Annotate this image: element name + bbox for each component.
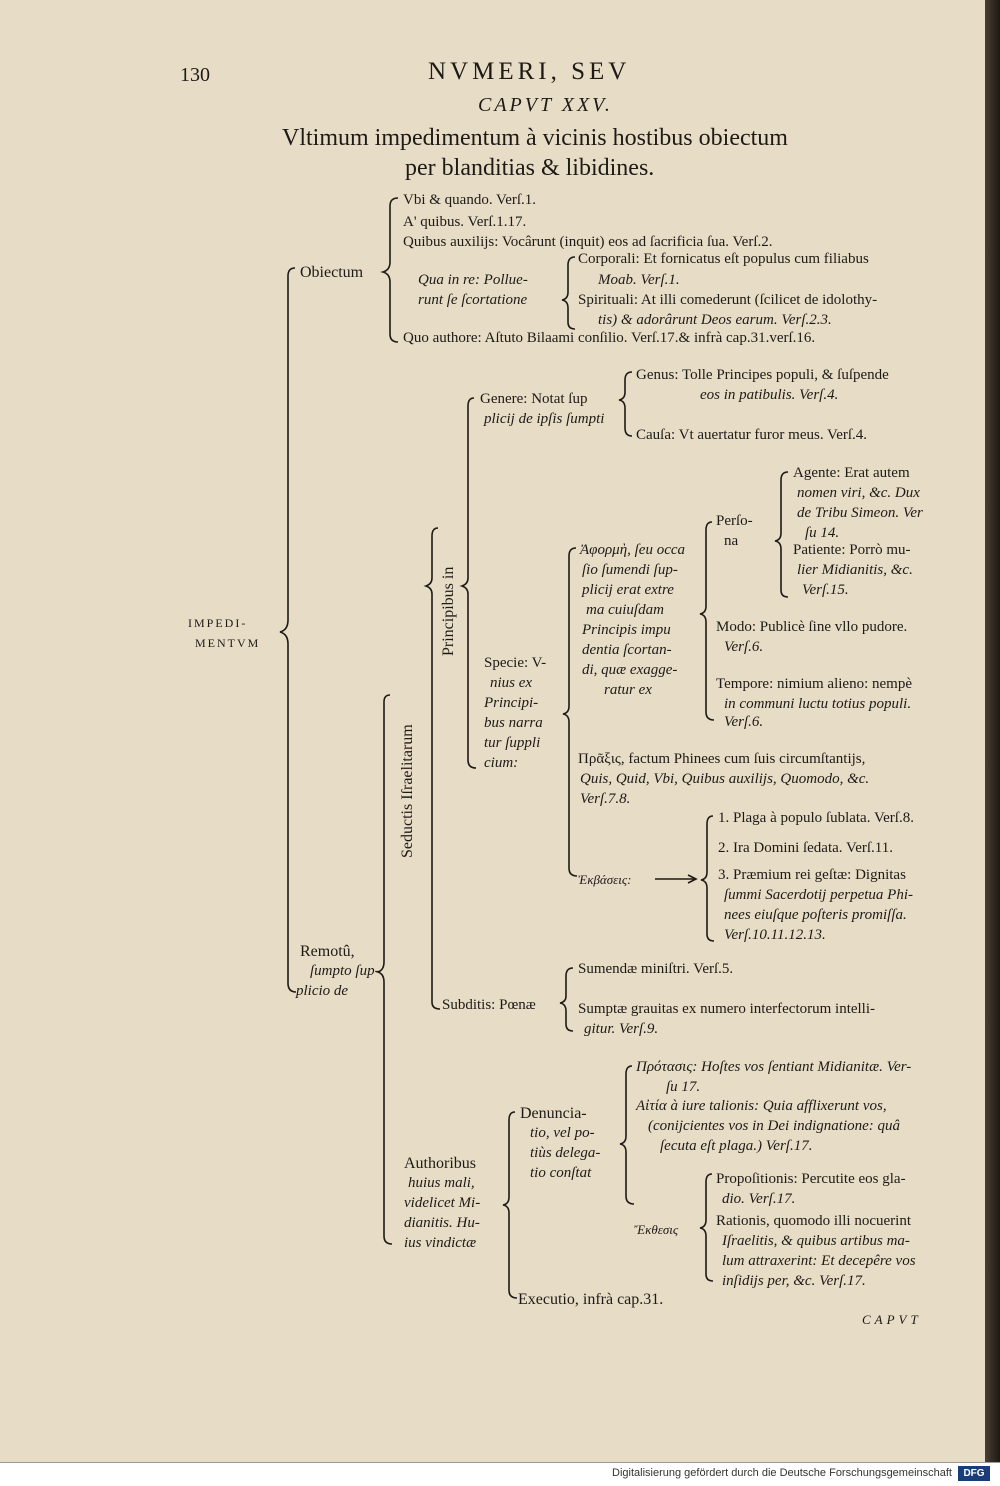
praxis-line2: Quis, Quid, Vbi, Quibus auxilijs, Quomod… (580, 771, 870, 787)
denunciatio-line: Denuncia- (520, 1105, 587, 1122)
authoribus-line: videlicet Mi- (404, 1195, 481, 1211)
patiente-line: lier Midianitis, &c. (797, 562, 913, 578)
specie-line: cium: (484, 755, 519, 771)
aphorme-line: Ἀφορμὴ, ſeu occa (580, 542, 686, 558)
bracket-lines (279, 197, 789, 1299)
sumendae-entry: Sumendæ miniſtri. Verſ.5. (578, 961, 734, 977)
protasis-line1: Πρότασις: Hoſtes vos ſentiant Midianitæ.… (636, 1059, 912, 1075)
ubi-entry: Vbi & quando. Verſ.1. (403, 192, 537, 208)
specie-line: Specie: V- (484, 655, 547, 671)
qua-line2: runt ſe ſcortatione (418, 292, 528, 308)
aphorme-line: ſio ſumendi ſup- (582, 562, 678, 578)
root-label-line1: IMPEDI- (188, 616, 248, 630)
praxis-line1: Πρᾶξις, factum Phinees cum ſuis circumſt… (578, 751, 866, 767)
aphorme-line: ma cuiuſdam (586, 602, 664, 618)
modo-line1: Modo: Publicè ſine vllo pudore. (716, 619, 908, 635)
authoribus-line: ius vindictæ (404, 1235, 477, 1251)
digitization-footer: Digitalisierung gefördert durch die Deut… (0, 1462, 1000, 1486)
modo-line2: Verſ.6. (724, 639, 764, 655)
principibus-vertical-label: Principibus in (440, 566, 457, 656)
sumptae-line1: Sumptæ grauitas ex numero interfectorum … (578, 1001, 876, 1017)
remotum-line1: Remotû, (300, 943, 355, 960)
authoribus-line: Authoribus (404, 1155, 476, 1172)
specie-line: nius ex (490, 675, 533, 691)
subditis-label: Subditis: Pœnæ (442, 997, 536, 1013)
propositionis-line2: dio. Verſ.17. (722, 1191, 796, 1207)
praxis-line3: Verſ.7.8. (580, 791, 631, 807)
remotum-line3: plicio de (296, 983, 349, 999)
running-title: NVMERI, SEV (428, 58, 631, 85)
protasis-line2: ſu 17. (666, 1079, 701, 1095)
root-label-line2: MENTVM (195, 636, 261, 650)
page-title-line1: Vltimum impedimentum à vicinis hostibus … (282, 125, 788, 151)
genere-line1: Genere: Notat ſup (480, 391, 588, 407)
tempore-line1: Tempore: nimium alieno: nempè (716, 676, 912, 692)
exodus-item2: 2. Ira Domini ſedata. Verſ.11. (718, 840, 893, 856)
rationis-line: inſidijs per, &c. Verſ.17. (722, 1273, 866, 1289)
agente-line: nomen viri, &c. Dux (797, 485, 920, 501)
causa-entry: Cauſa: Vt auertatur furor meus. Verſ.4. (636, 427, 868, 443)
quibus-entry: Quibus auxilijs: Vocârunt (inquit) eos a… (403, 234, 773, 250)
page-title-line2: per blanditias & libidines. (405, 155, 655, 181)
chapter-heading: CAPVT XXV. (478, 94, 613, 116)
quo-entry: Quo authore: Aſtuto Bilaami conſilio. Ve… (403, 330, 816, 346)
exthesis-label: Ἔκθεσις (634, 1222, 679, 1237)
denunciatio-line: tio, vel po- (530, 1125, 595, 1141)
spirituali-line2: tis) & adorârunt Deos earum. Verſ.2.3. (598, 312, 832, 328)
aphorme-line: ratur ex (604, 682, 652, 698)
aitia-line3: ſecuta eſt plaga.) Verſ.17. (660, 1138, 813, 1154)
dfg-logo: DFG (958, 1466, 990, 1481)
exodus-item3-line: ſummi Sacerdotij perpetua Phi- (724, 887, 913, 903)
authoribus-line: dianitis. Hu- (404, 1215, 480, 1231)
exodus-label: Ἐκβάσεις: (578, 872, 632, 887)
exodus-item3-line: nees eiuſque poſteris promiſſa. (724, 907, 907, 923)
aphorme-line: plicij erat extre (582, 582, 674, 598)
persona-line1: Perſo- (716, 513, 753, 529)
aphorme-line: dentia ſcortan- (582, 642, 672, 658)
sumptae-line2: gitur. Verſ.9. (584, 1021, 659, 1037)
tempore-line2: in communi luctu totius populi. (724, 696, 912, 712)
tempore-line3: Verſ.6. (724, 714, 764, 730)
agente-line: de Tribu Simeon. Ver (797, 505, 923, 521)
spirituali-line1: Spirituali: At illi comederunt (ſcilicet… (578, 292, 878, 308)
specie-line: tur ſuppli (484, 735, 541, 751)
genus-line2: eos in patibulis. Verſ.4. (700, 387, 839, 403)
a-quibus-entry: A' quibus. Verſ.1.17. (403, 214, 527, 230)
executio-entry: Executio, infrà cap.31. (518, 1291, 664, 1308)
authoribus-line: huius mali, (408, 1175, 475, 1191)
seductis-vertical-label: Seductis Iſraelitarum (399, 724, 416, 858)
rationis-line: Rationis, quomodo illi nocuerint (716, 1213, 911, 1229)
agente-line: Agente: Erat autem (793, 465, 910, 481)
specie-line: bus narra (484, 715, 543, 731)
exodus-item3-line: 3. Præmium rei geſtæ: Dignitas (718, 867, 906, 883)
genere-line2: plicij de ipſis ſumpti (484, 411, 605, 427)
corporali-line1: Corporali: Et fornicatus eſt populus cum… (578, 251, 869, 267)
exodus-item1: 1. Plaga à populo ſublata. Verſ.8. (718, 810, 914, 826)
book-page: 130 NVMERI, SEV CAPVT XXV. Vltimum imped… (0, 0, 985, 1462)
obiectum-label: Obiectum (300, 264, 364, 281)
rationis-line: lum attraxerint: Et decepêre vos (722, 1253, 916, 1269)
page-number: 130 (180, 64, 210, 86)
genus-line1: Genus: Tolle Principes populi, & ſuſpend… (636, 367, 889, 383)
patiente-line: Verſ.15. (802, 582, 849, 598)
footer-credit: Digitalisierung gefördert durch die Deut… (612, 1467, 952, 1479)
aphorme-line: Principis impu (582, 622, 671, 638)
remotum-line2: ſumpto ſup- (310, 963, 380, 979)
aitia-line1: Αἰτία à iure talionis: Quia afflixerunt … (636, 1098, 887, 1114)
catchword: CAPVT (862, 1312, 922, 1327)
book-spine-edge (985, 0, 1000, 1462)
corporali-line2: Moab. Verſ.1. (598, 272, 680, 288)
persona-line2: na (724, 533, 739, 549)
denunciatio-line: tiùs delega- (530, 1145, 601, 1161)
exodus-item3-line: Verſ.10.11.12.13. (724, 927, 826, 943)
qua-line1: Qua in re: Pollue- (418, 272, 528, 288)
specie-line: Principi- (484, 695, 539, 711)
denunciatio-line: tio conſtat (530, 1165, 592, 1181)
aitia-line2: (conijcientes vos in Dei indignatione: q… (648, 1118, 901, 1134)
aphorme-line: di, quæ exagge- (582, 662, 678, 678)
rationis-line: Iſraelitis, & quibus artibus ma- (722, 1233, 910, 1249)
agente-line: ſu 14. (805, 525, 840, 541)
patiente-line: Patiente: Porrò mu- (793, 542, 911, 558)
propositionis-line1: Propoſitionis: Percutite eos gla- (716, 1171, 906, 1187)
